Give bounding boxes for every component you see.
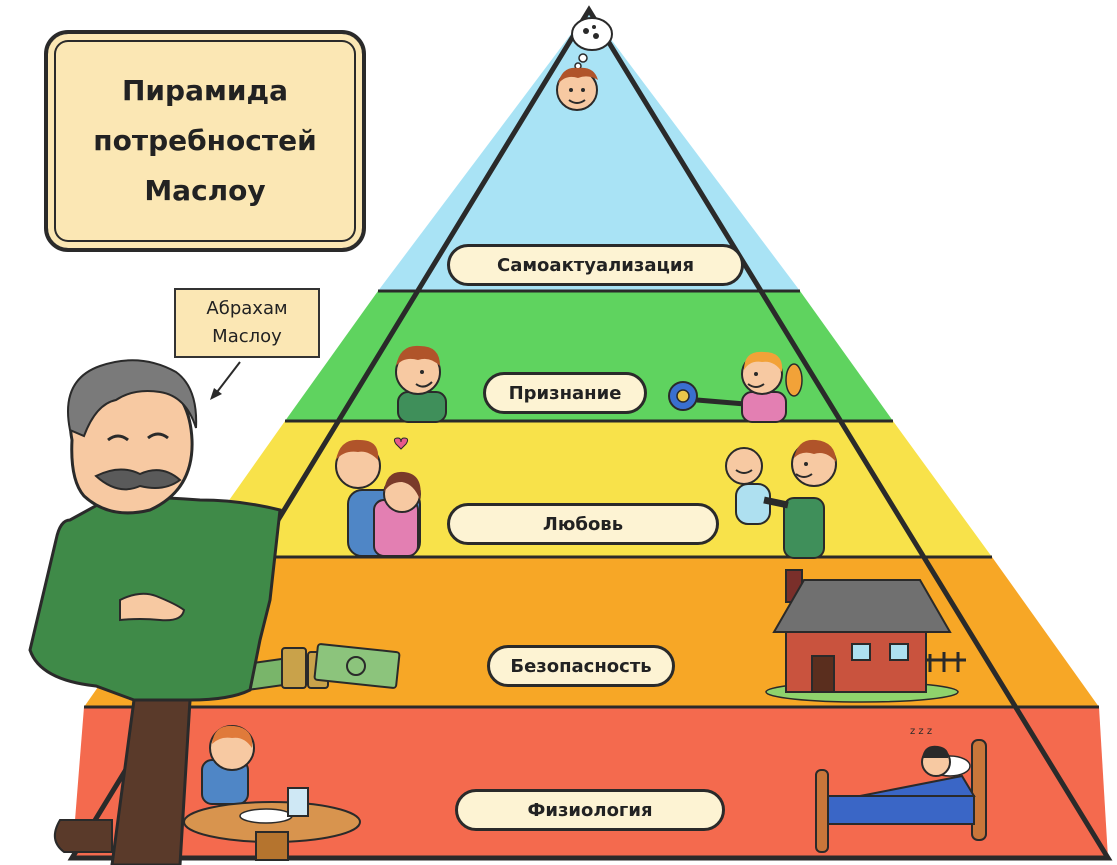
couple-hugging-icon — [335, 439, 421, 557]
level-label-text: Физиология — [527, 799, 653, 821]
abraham-maslow-figure — [28, 359, 282, 865]
girl-person-icon — [741, 351, 803, 423]
svg-text:z z z: z z z — [910, 726, 932, 737]
money-icon — [241, 643, 401, 691]
pyramid-outline — [67, 5, 1113, 861]
level-label-physiology: Физиология — [455, 789, 725, 831]
boy-person-icon — [395, 345, 447, 423]
level-label-esteem: Признание — [483, 372, 647, 414]
author-label: Абрахам Маслоу — [206, 298, 288, 347]
house-icon — [765, 569, 966, 703]
author-label-box: Абрахам Маслоу — [174, 288, 320, 358]
level-label-safety: Безопасность — [487, 645, 675, 687]
level-label-text: Самоактуализация — [496, 254, 695, 276]
level-label-text: Безопасность — [510, 655, 652, 677]
thinking-person-icon — [556, 17, 613, 111]
level-label-love: Любовь — [447, 503, 719, 545]
medal-icon — [668, 381, 746, 411]
title-box: Пирамида потребностей Маслоу — [44, 30, 366, 252]
level-esteem-band — [285, 291, 893, 421]
father-person-icon — [763, 439, 837, 559]
heart-icon — [393, 437, 409, 450]
level-label-text: Признание — [508, 382, 622, 404]
bed-icon: z z z — [815, 726, 987, 853]
baby-icon — [725, 447, 771, 525]
food-table-icon — [183, 725, 361, 861]
level-label-self-actualization: Самоактуализация — [447, 244, 744, 286]
pointer-arrow-icon — [210, 361, 241, 400]
diagram-title: Пирамида потребностей Маслоу — [93, 74, 317, 207]
level-label-text: Любовь — [542, 513, 624, 535]
level-self-actualization-band — [378, 10, 800, 291]
